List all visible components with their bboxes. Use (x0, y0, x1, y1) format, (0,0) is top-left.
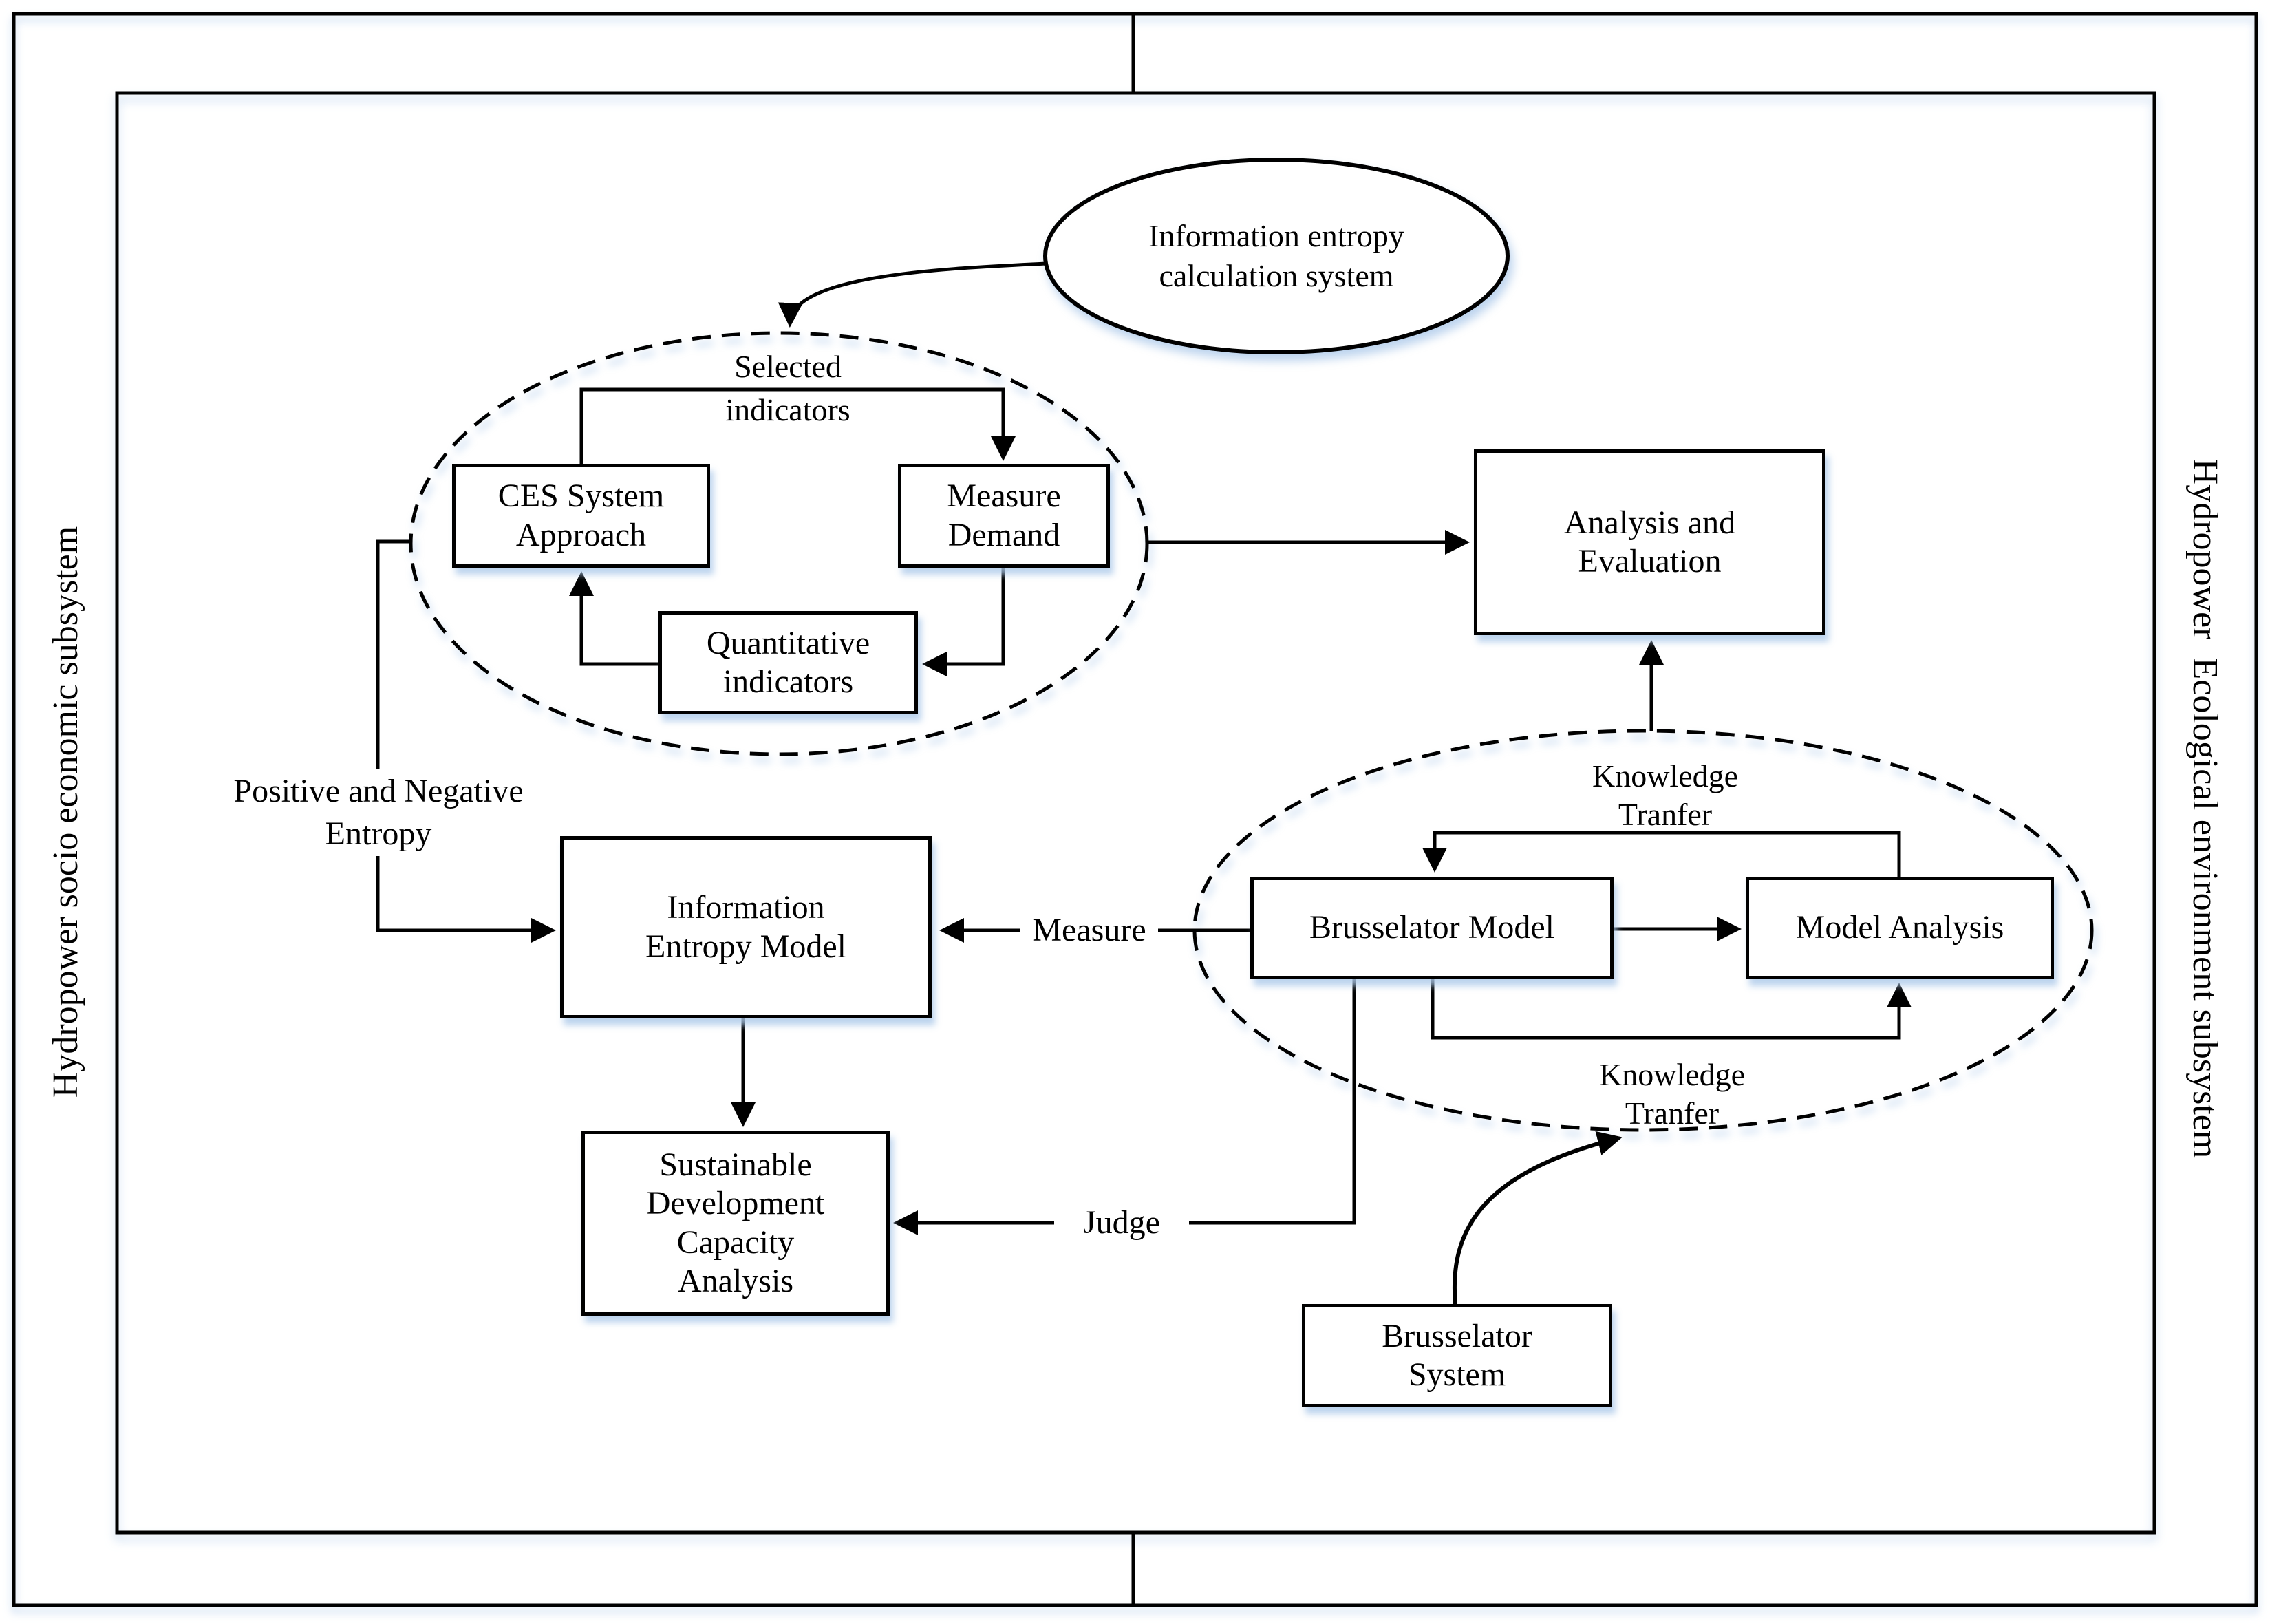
inner-border (115, 91, 2156, 1535)
model-analysis-box: Model Analysis (1746, 877, 2054, 979)
connector-quantitative-to-ces (569, 571, 658, 666)
info-entropy-calc-label: Information entropy calculation system (1148, 218, 1404, 293)
brusselator-system-box: Brusselator System (1302, 1304, 1612, 1407)
arrow-calc-system-to-indicator-cycle (778, 261, 1047, 328)
brusselator-model-box: Brusselator Model (1250, 877, 1614, 979)
arrow-judge (893, 979, 1356, 1235)
ces-system-approach-box: CES System Approach (452, 464, 710, 568)
connector-selected-indicators (579, 387, 1016, 464)
information-entropy-model-box: Information Entropy Model (560, 836, 932, 1018)
knowledge-cycle-dashed-ellipse (1192, 729, 2094, 1132)
measure-demand-box: Measure Demand (898, 464, 1110, 568)
selected-indicators-label: Selected indicators (725, 349, 850, 427)
arrow-brusselator-system-to-cycle (1452, 1131, 1623, 1305)
positive-negative-entropy-label: Positive and Negative Entropy (172, 769, 585, 856)
left-subsystem-label: Hydropower socio economic subsystem (45, 526, 85, 1098)
connector-entropy-to-model (376, 539, 556, 943)
sustainable-development-box: Sustainable Development Capacity Analysi… (581, 1131, 890, 1316)
right-subsystem-label: Hydropower Ecological environment subsys… (2185, 458, 2225, 1159)
knowledge-transfer-top-label: Knowledge Tranfer (1592, 758, 1739, 832)
connector-measure-demand-to-quantitative (922, 568, 1005, 676)
analysis-evaluation-box: Analysis and Evaluation (1474, 449, 1825, 635)
measure-edge-label: Measure (1020, 912, 1158, 949)
knowledge-transfer-top-loop (1422, 831, 1901, 877)
judge-edge-label: Judge (1054, 1204, 1189, 1241)
knowledge-transfer-bottom-loop (1431, 979, 1912, 1040)
outer-border (12, 12, 2258, 1607)
quantitative-indicators-box: Quantitative indicators (658, 611, 918, 714)
info-entropy-calc-ellipse (1043, 158, 1510, 354)
knowledge-transfer-bottom-label: Knowledge Tranfer (1598, 1056, 1746, 1131)
